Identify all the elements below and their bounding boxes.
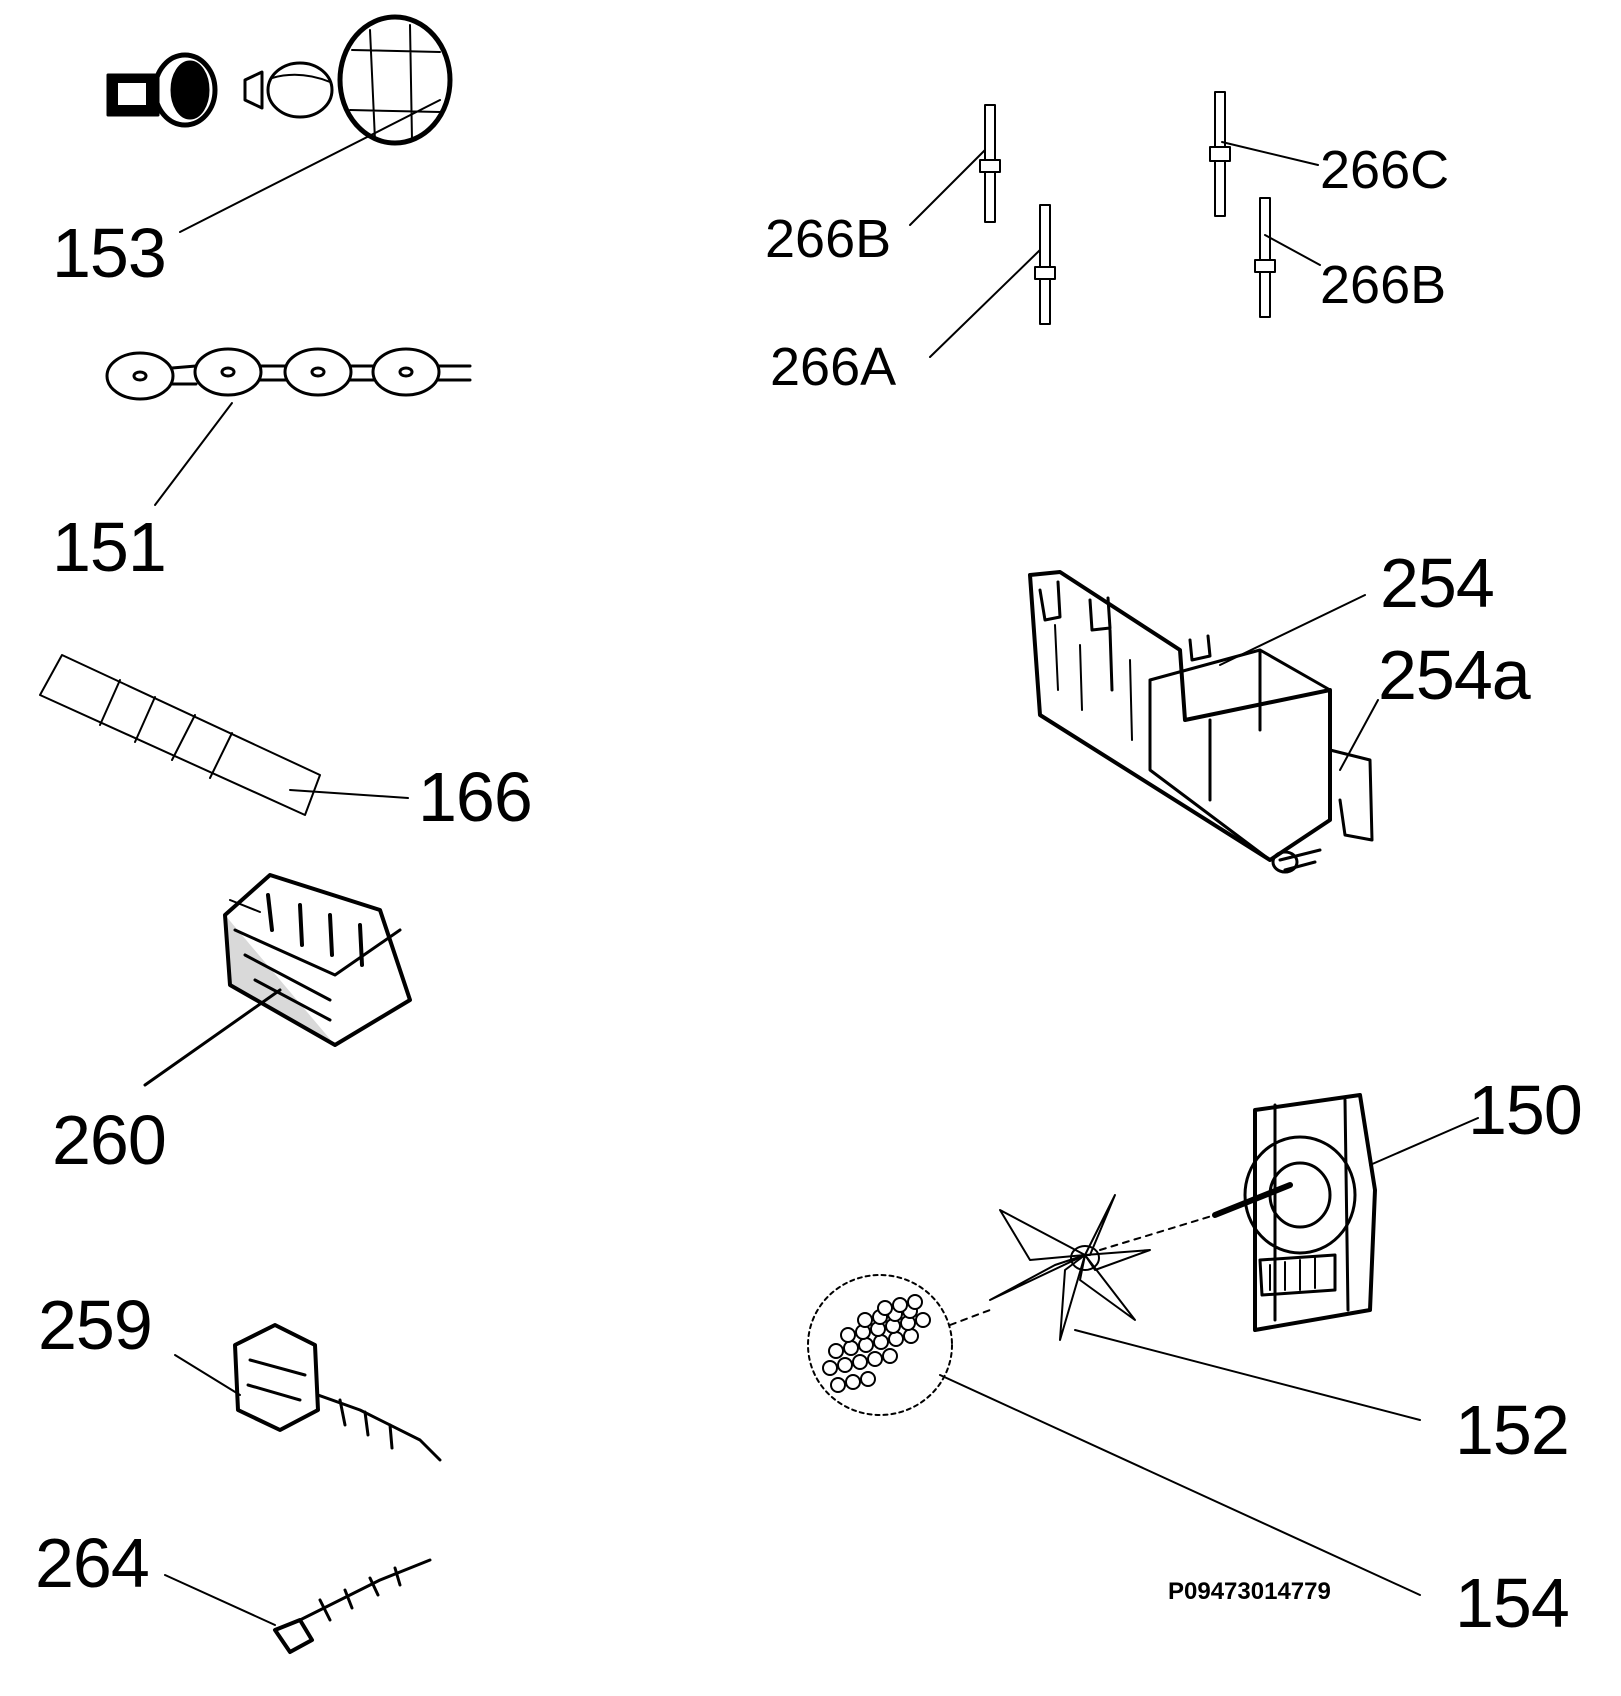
bearing-ball	[888, 1331, 904, 1347]
bearing-ball	[873, 1334, 889, 1350]
part-150-fan-motor	[1212, 1093, 1377, 1332]
bearing-ball	[882, 1348, 898, 1364]
bearing-ball	[892, 1297, 908, 1313]
leader-266c	[1221, 141, 1319, 166]
bearing-ball	[860, 1371, 876, 1387]
label-266a: 266A	[770, 337, 897, 397]
label-150: 150	[1468, 1071, 1583, 1149]
label-254a: 254a	[1378, 636, 1531, 714]
leader-152	[1074, 1329, 1421, 1421]
bearing-ball	[837, 1357, 853, 1373]
bearing-ball	[852, 1354, 868, 1370]
bearing-ball	[822, 1360, 838, 1376]
bearing-ball	[877, 1300, 893, 1316]
bearing-ball	[858, 1337, 874, 1353]
leader-259	[174, 1354, 241, 1396]
label-152: 152	[1455, 1391, 1570, 1469]
leader-260	[143, 988, 282, 1087]
drawing-code: P09473014779	[1168, 1578, 1331, 1605]
leader-150	[1369, 1117, 1479, 1166]
leader-166	[289, 789, 409, 799]
bearing-ball	[867, 1351, 883, 1367]
leader-254	[1219, 594, 1366, 666]
bearing-ball	[915, 1312, 931, 1328]
part-151-seals	[105, 347, 472, 401]
bearing-ball	[903, 1328, 919, 1344]
part-154-bearing-detail	[807, 1274, 991, 1416]
leader-266a	[929, 249, 1041, 358]
leader-264	[164, 1574, 276, 1626]
bearing-ball	[840, 1327, 856, 1343]
leader-266b-right	[1264, 234, 1321, 266]
label-259: 259	[38, 1286, 153, 1364]
bearing-ball	[843, 1340, 859, 1356]
part-264-terminal	[273, 1558, 432, 1654]
leader-151	[154, 402, 233, 506]
label-266b-right: 266B	[1320, 255, 1447, 315]
bearing-ball	[845, 1374, 861, 1390]
leader-266b-left	[909, 149, 986, 226]
label-166: 166	[418, 758, 533, 836]
part-166-strip	[39, 654, 321, 816]
part-152-fan-blade	[989, 1194, 1216, 1341]
leader-254a	[1339, 699, 1379, 771]
label-266b-left: 266B	[765, 209, 892, 269]
leader-154	[939, 1374, 1421, 1596]
label-254: 254	[1380, 544, 1495, 622]
part-266-electrodes	[979, 91, 1276, 325]
bearing-ball	[830, 1377, 846, 1393]
bearing-ball	[907, 1294, 923, 1310]
part-260-switch	[223, 873, 412, 1047]
bearing-ball	[828, 1343, 844, 1359]
part-153-lamp	[106, 14, 453, 146]
part-254-ignition-generator	[1028, 570, 1374, 874]
label-266c: 266C	[1320, 140, 1450, 200]
leader-153	[179, 99, 441, 233]
label-151: 151	[52, 508, 167, 586]
label-154: 154	[1455, 1564, 1570, 1642]
label-153: 153	[52, 214, 167, 292]
label-260: 260	[52, 1101, 167, 1179]
bearing-ball	[857, 1312, 873, 1328]
label-264: 264	[35, 1524, 150, 1602]
part-259-thermostat	[233, 1323, 442, 1462]
